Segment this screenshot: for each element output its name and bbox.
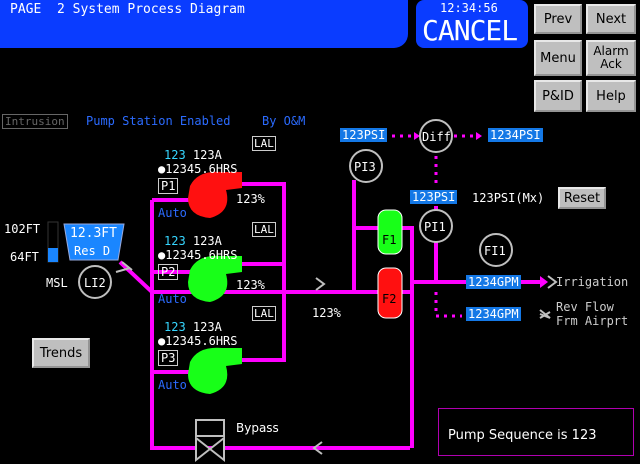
rev-flow-value: 1234 [468,307,497,321]
filter-f1-label: F1 [382,233,397,247]
p1-label[interactable]: P1 [158,178,179,194]
pi1-psi-unit: PSI [433,190,456,204]
rev-flow-unit: GPM [496,307,519,321]
p1-amps: 123 [164,148,186,162]
p2-hours: 12345.6 [165,248,216,262]
alarm-ack-label-1: Alarm [593,44,629,58]
pi1-max-label: PSI(Mx) [493,191,545,205]
sequence-message: Pump Sequence is 123 [448,428,597,443]
diff-out-arrow-icon [476,132,482,140]
pump-station-status: Pump Station Enabled [86,114,231,128]
fi1-label: FI1 [484,244,506,258]
trends-button[interactable]: Trends [32,338,90,368]
p2-speed: 123% [236,278,265,292]
diff-psi-value: 1234 [490,128,519,142]
filter-f2-label: F2 [382,292,397,306]
filter-f2-icon [377,267,403,319]
res-high-value: 102 [4,222,26,236]
pump-p3-icon [188,347,242,394]
message-box [438,408,634,456]
menu-button[interactable]: Menu [534,40,582,76]
filter-f1-icon [377,209,403,255]
pipes [118,180,540,450]
res-low-unit: FT [24,250,39,264]
p2-mode: Auto [158,292,187,306]
pi3-psi-value: 123 [342,128,364,142]
irrigation-arrow-icon [540,276,548,288]
msl-label: MSL [46,276,68,290]
fi1-instrument-icon [479,233,513,267]
title-bar [0,0,408,48]
pi1-label: PI1 [424,220,446,234]
page-title: PAGE 2 System Process Diagram [10,2,245,17]
bypass-valve-icon [195,419,225,463]
p1-hrs: HRS [215,162,238,176]
irrigation-flow-unit: GPM [496,275,519,289]
p1-speed: 123% [236,192,265,206]
cancel-button[interactable] [416,0,528,48]
res-name: Res D [74,244,111,258]
diff-label: Diff [422,130,451,144]
li2-label: LI2 [84,276,106,290]
reset-button[interactable]: Reset [558,187,606,209]
pid-button[interactable]: P&ID [534,80,582,112]
p3-amps: 123 [164,320,186,334]
irrigation-flow-value: 1234 [468,275,497,289]
pump-p1-icon [188,171,242,218]
p3-label[interactable]: P3 [158,350,179,366]
pi1-instrument-icon [419,209,453,243]
res-low-value: 64 [10,250,25,264]
rev-flow-label-2: Frm Airprt [556,314,629,328]
p3-amps-unit: A [214,320,222,334]
p1-amps-val: 123 [192,148,215,162]
help-button[interactable]: Help [586,80,636,112]
clock: 12:34:56 [440,1,498,15]
res-high-unit: FT [25,222,41,236]
p3-amps-val: 123 [192,320,215,334]
res-level: 12.3FT [70,226,117,241]
p2-amps-val: 123 [192,234,215,248]
p3-hrs: HRS [215,334,238,348]
pi3-psi-unit: PSI [363,128,386,142]
level-bar-fill [48,248,58,262]
p3-hours: 12345.6 [165,334,216,348]
pi1-psi-value: 123 [412,190,434,204]
p3-mode: Auto [158,378,187,392]
diff-instrument-icon [419,119,453,153]
cancel-label: CANCEL [422,14,518,47]
valve-check-icon [115,267,131,273]
rev-flow-label-1: Rev Flow [556,300,614,314]
pump-p2-icon [188,255,242,302]
reservoir-tank-icon [63,223,125,261]
p2-amps: 123 [164,234,186,248]
p3-lal-alarm: LAL [252,306,276,321]
irrigation-label: Irrigation [556,275,629,289]
p2-lal-alarm: LAL [252,222,276,237]
pi3-label: PI3 [354,160,376,174]
li2-instrument-icon [78,265,112,299]
p2-amps-unit: A [214,234,222,248]
p2-hrs: HRS [215,248,238,262]
prev-button[interactable]: Prev [534,4,582,34]
p1-lal-alarm: LAL [252,136,276,151]
flow-chevron-icon [315,277,326,291]
next-button[interactable]: Next [586,4,636,34]
p1-mode: Auto [158,206,187,220]
header-speed: 123% [312,306,341,320]
pi3-instrument-icon [349,149,383,183]
p2-label[interactable]: P2 [158,264,179,280]
pi1-max-value: 123 [472,191,494,205]
return-chevron-icon [312,441,323,455]
intrusion-indicator: Intrusion [2,114,68,129]
alarm-ack-button[interactable]: Alarm Ack [586,40,636,76]
dashed-lines [392,134,480,318]
alarm-ack-label-2: Ack [600,57,622,71]
status-by: By O&M [262,114,306,128]
diff-psi-unit: PSI [518,128,541,142]
bypass-label: Bypass [236,421,279,435]
diff-arrow-icon [414,132,420,140]
p1-amps-unit: A [214,148,222,162]
p1-hours: 12345.6 [165,162,216,176]
